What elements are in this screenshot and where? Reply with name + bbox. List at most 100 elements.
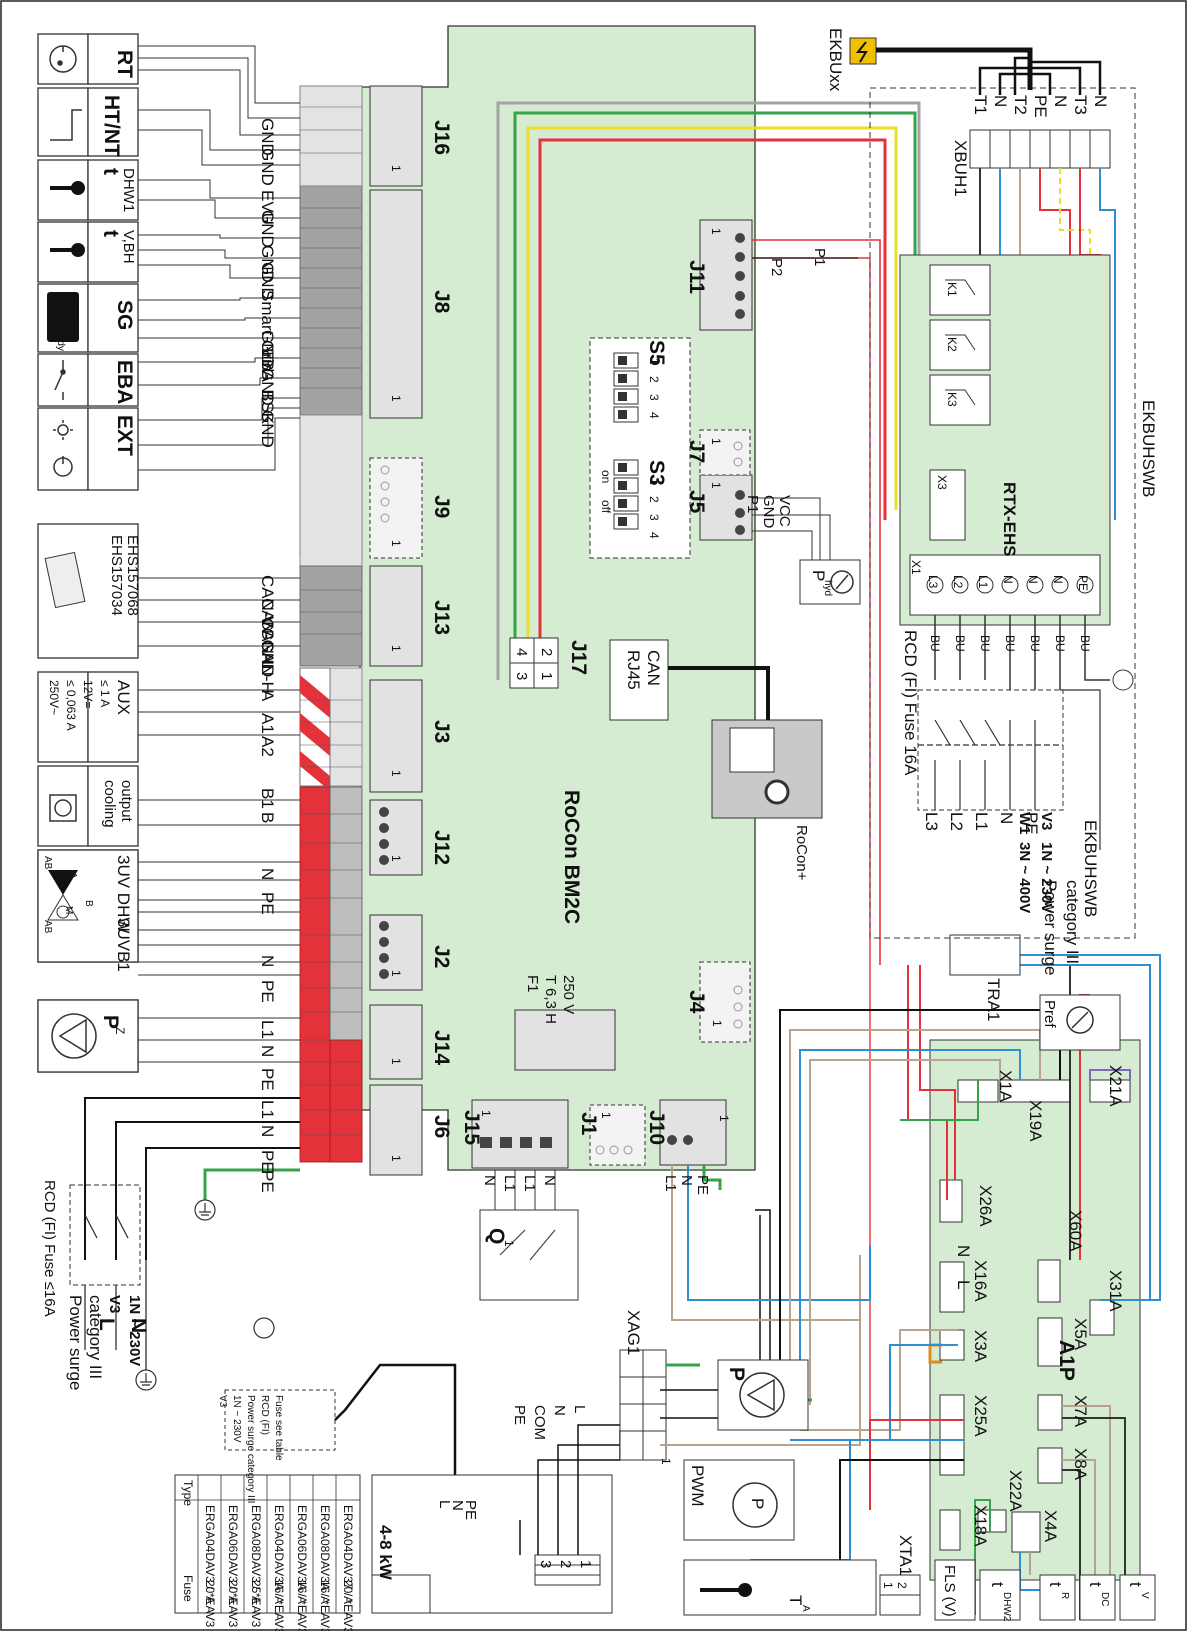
sg-ready-logo-icon	[47, 292, 79, 342]
rocon-plus-label: RoCon+	[793, 825, 810, 881]
fuse-table-fuse: 16 A	[318, 1580, 332, 1604]
j6-signal: PE	[258, 1170, 277, 1193]
pwm-pump-label: P	[748, 1498, 767, 1509]
q1-label: Q	[485, 1228, 508, 1244]
x1-terminal: L1	[976, 575, 990, 589]
aux-label: 12V=	[81, 680, 95, 708]
j15-pin: L1	[521, 1175, 538, 1192]
pin-one-marker: 1	[389, 645, 403, 652]
j13-signal: CAN-VCC	[258, 575, 277, 652]
j13-signal: CAN-GND	[258, 598, 277, 677]
small-power-label: Power surge category III	[245, 1395, 256, 1503]
connector-label-j6: J6	[430, 1115, 453, 1138]
fuse-table-fuse: 16 A	[295, 1580, 309, 1604]
sensor-sub-label: DHW2	[1001, 1592, 1012, 1622]
vbh-thermometer-icon	[50, 243, 85, 257]
x1-terminal: L2	[951, 575, 965, 589]
sg-ready-text: Ready	[55, 322, 66, 351]
ekbu-phase-label: L3	[922, 812, 941, 831]
sensor-label: t	[1046, 1582, 1065, 1587]
connector-label-j2: J2	[430, 945, 453, 968]
connector-label-j1: J1	[577, 1112, 600, 1136]
fuse-table	[174, 1474, 361, 1614]
xag1-line-label: L	[571, 1405, 588, 1413]
a1p-connector-x7a: X7A	[1071, 1395, 1090, 1428]
power-category-left: Power surge	[66, 1295, 85, 1390]
valve-ab-label: AB	[42, 856, 53, 870]
outdoor-lnpe: L	[436, 1500, 453, 1508]
pin-one-marker: 1	[709, 438, 723, 445]
sensor-sub-label: DC	[1099, 1592, 1110, 1606]
a1p-connector-x21a: X21A	[1106, 1065, 1125, 1107]
j17-pin: 3	[513, 672, 530, 680]
switch-off-label: off	[599, 500, 613, 514]
a1p-connector-x31a: X31A	[1106, 1270, 1125, 1312]
xbuh1-terminal: N	[991, 95, 1010, 107]
connector-label-j14: J14	[430, 1030, 453, 1065]
valve-b1-label: 3UVB1	[114, 918, 133, 972]
sensor-sub-label: V	[1139, 1592, 1150, 1599]
a1p-connector-x3a: X3A	[971, 1330, 990, 1363]
ekbu-voltage-label: V3	[1038, 812, 1055, 830]
ehs-module-icon	[44, 551, 86, 609]
pwm-label: PWM	[688, 1465, 707, 1507]
connector-label-j12: J12	[430, 830, 453, 865]
fuse-table-type: ERGA06DAV3 / *EAV3	[226, 1505, 240, 1628]
fuse-table-fuse: 20 A	[203, 1580, 217, 1604]
fuse-f1-label: F1	[524, 975, 541, 993]
j16-signal: GND	[258, 148, 277, 186]
aux-label: AUX	[114, 680, 133, 715]
a1p-connector-x16a: X16A	[971, 1260, 990, 1302]
xbuh1-terminal	[969, 129, 1111, 169]
pump-label: P	[99, 1015, 122, 1029]
bu-label: BU	[953, 635, 967, 652]
eba-switch-icon	[54, 360, 66, 400]
vbh-label: t	[99, 230, 122, 237]
rcd-ekbu	[917, 689, 1064, 811]
ekbu-category-label: Power surge	[1041, 880, 1060, 975]
fuse-table-type: ERGA06DAV3A / *EAV3A	[295, 1505, 309, 1631]
switch-position: 2	[647, 376, 661, 383]
j8-signal: GND	[258, 262, 277, 300]
rtx-ehs-label: RTX-EHS	[1000, 482, 1019, 557]
j3-signal: A	[258, 690, 277, 702]
board-name-label: RoCon BM2C	[560, 790, 583, 924]
eba-label: EBA	[113, 360, 136, 404]
ext-label: EXT	[113, 415, 136, 456]
switch-position: 1	[647, 358, 661, 365]
x1-terminal: N	[1001, 575, 1015, 584]
j8-signal: BSK	[258, 390, 277, 425]
j8-signal: GND	[258, 410, 277, 448]
j8-signal: GND	[258, 330, 277, 368]
ekbuxx-label: EKBUxx	[826, 28, 845, 92]
connector-label-j8: J8	[430, 290, 453, 314]
pin-one-marker: 1	[389, 165, 403, 172]
q1-switch	[479, 1209, 579, 1301]
sg-label: SG	[113, 300, 136, 330]
switch-position: 4	[647, 532, 661, 539]
outdoor-terminal: 2	[557, 1560, 574, 1568]
dhw1-thermometer-icon	[50, 181, 85, 195]
ext-icon	[53, 420, 73, 477]
ehs-label: EHS157068	[124, 535, 141, 616]
phyd-label: P	[809, 570, 828, 581]
j8-signal: GND	[258, 210, 277, 248]
j5-pin: VCC	[776, 495, 793, 527]
ekbu-voltage-label: W1	[1016, 812, 1033, 835]
pump-p-label: P	[725, 1367, 748, 1381]
j13-signal: CAN-H	[258, 640, 277, 694]
fuse-table-header: Fuse	[181, 1575, 195, 1602]
bu-label: BU	[928, 635, 942, 652]
j8-signal: GND	[258, 368, 277, 406]
pin-one-marker: 1	[389, 1155, 403, 1162]
outdoor-lnpe: PE	[462, 1500, 479, 1520]
aux-hatch	[299, 667, 331, 787]
xag1-line-label: COM	[531, 1405, 548, 1440]
sensor-sub-label: R	[1059, 1592, 1070, 1599]
j5-pin: P1	[744, 495, 761, 513]
a1p-connector-x26a: X26A	[976, 1185, 995, 1227]
xbuh1-terminal: T3	[1071, 95, 1090, 115]
rj45-box	[609, 639, 669, 721]
rcd-left-label: RCD (FI) Fuse ≤16A	[41, 1180, 58, 1317]
